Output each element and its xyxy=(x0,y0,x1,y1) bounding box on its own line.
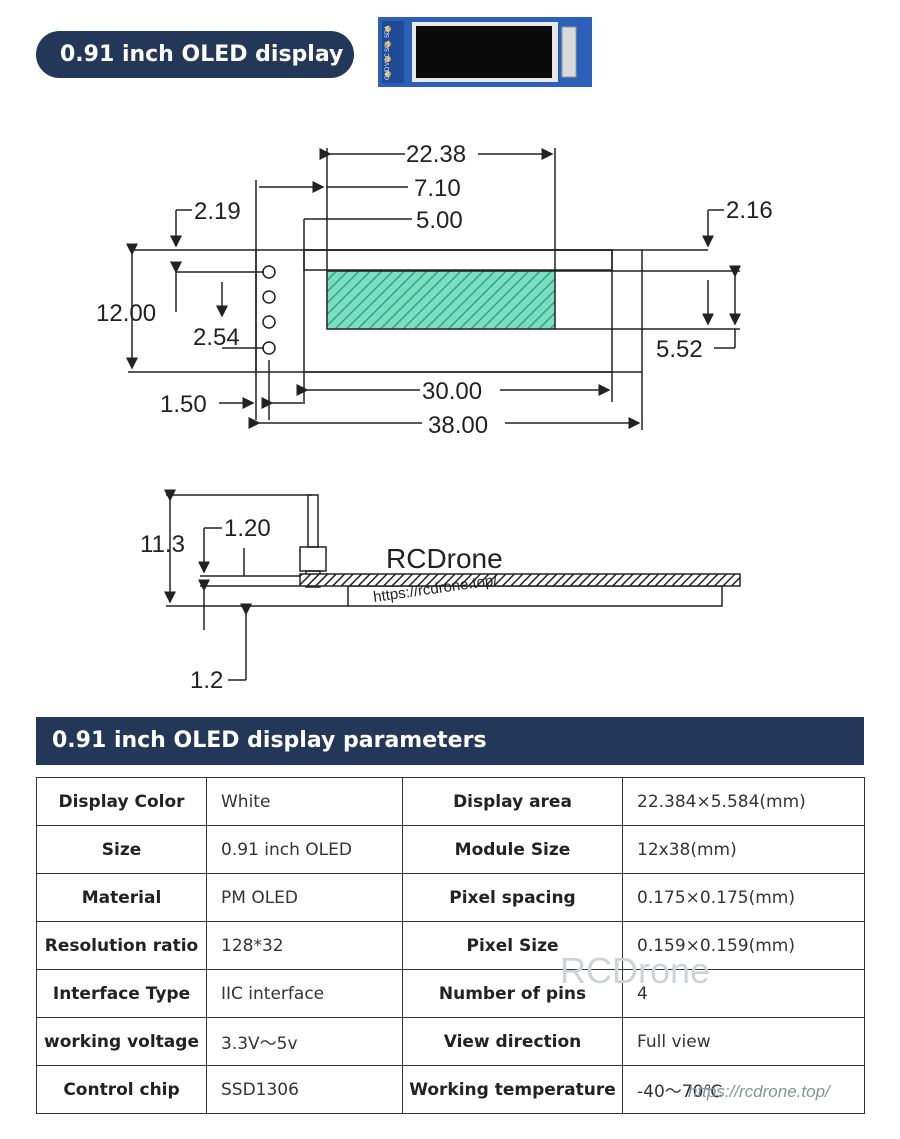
page-title: 0.91 inch OLED display xyxy=(36,31,354,78)
pin-hole xyxy=(262,341,276,355)
param-value: White xyxy=(206,777,403,826)
table-row: Display Color White Display area 22.384×… xyxy=(36,777,865,826)
pin-hole xyxy=(262,315,276,329)
dim-1-2: 1.2 xyxy=(190,667,223,694)
param-label: Display Color xyxy=(36,777,207,826)
param-value: 0.91 inch OLED xyxy=(206,825,403,874)
param-label: Control chip xyxy=(36,1065,207,1114)
pin-label-gnd: GND xyxy=(385,66,391,80)
pin-label-scl: SCL xyxy=(385,40,391,52)
pin-label-vcc: VCC xyxy=(385,53,391,66)
dim-2-19: 2.19 xyxy=(194,198,241,225)
param-label: Number of pins xyxy=(402,969,623,1018)
pin-hole xyxy=(385,41,391,47)
table-row: Control chip SSD1306 Working temperature… xyxy=(36,1065,865,1114)
dim-5-00: 5.00 xyxy=(416,207,463,234)
pin-label-sda: SDA xyxy=(385,26,391,38)
dim-38-00: 38.00 xyxy=(428,412,488,439)
param-value: 4 xyxy=(622,969,865,1018)
pin-hole xyxy=(385,71,391,77)
param-value: SSD1306 xyxy=(206,1065,403,1114)
table-row: Material PM OLED Pixel spacing 0.175×0.1… xyxy=(36,873,865,922)
table-row: Size 0.91 inch OLED Module Size 12x38(mm… xyxy=(36,825,865,874)
param-label: Pixel Size xyxy=(402,921,623,970)
side-pcb xyxy=(299,573,741,587)
param-value: PM OLED xyxy=(206,873,403,922)
side-pin xyxy=(307,494,319,548)
dim-22-38: 22.38 xyxy=(406,141,466,168)
active-area xyxy=(326,270,556,330)
pin-hole xyxy=(262,290,276,304)
table-row: Resolution ratio 128*32 Pixel Size 0.159… xyxy=(36,921,865,970)
dim-1-20: 1.20 xyxy=(224,515,271,542)
dim-5-52: 5.52 xyxy=(656,336,703,363)
param-value: Full view xyxy=(622,1017,865,1066)
param-label: Material xyxy=(36,873,207,922)
pin-hole xyxy=(385,26,391,32)
table-row: Interface Type IIC interface Number of p… xyxy=(36,969,865,1018)
dim-1-50: 1.50 xyxy=(160,391,207,418)
dim-7-10: 7.10 xyxy=(414,175,461,202)
pin-hole xyxy=(262,265,276,279)
param-value: 0.159×0.159(mm) xyxy=(622,921,865,970)
side-pin-header xyxy=(299,546,327,572)
param-value: 0.175×0.175(mm) xyxy=(622,873,865,922)
dim-12-00: 12.00 xyxy=(96,300,156,327)
param-value: 3.3V～5v xyxy=(206,1017,403,1066)
section-title: 0.91 inch OLED display parameters xyxy=(36,717,864,765)
dim-30-00: 30.00 xyxy=(422,378,482,405)
param-label: Interface Type xyxy=(36,969,207,1018)
pin-header xyxy=(382,21,404,83)
drawing-watermark: RCDrone xyxy=(386,543,503,574)
dim-2-16: 2.16 xyxy=(726,197,773,224)
parameters-table: Display Color White Display area 22.384×… xyxy=(36,777,865,1114)
param-label: Display area xyxy=(402,777,623,826)
dim-11-3: 11.3 xyxy=(140,531,185,558)
dim-2-54: 2.54 xyxy=(193,324,240,351)
param-value: -40～70℃ xyxy=(622,1065,865,1114)
oled-screen xyxy=(416,26,552,78)
param-label: Size xyxy=(36,825,207,874)
param-value: 12x38(mm) xyxy=(622,825,865,874)
fpc-connector xyxy=(561,26,577,78)
param-label: Resolution ratio xyxy=(36,921,207,970)
param-label: View direction xyxy=(402,1017,623,1066)
param-label: Module Size xyxy=(402,825,623,874)
param-value: IIC interface xyxy=(206,969,403,1018)
param-value: 22.384×5.584(mm) xyxy=(622,777,865,826)
glass-top-edge xyxy=(303,249,613,271)
param-label: Pixel spacing xyxy=(402,873,623,922)
param-label: working voltage xyxy=(36,1017,207,1066)
pin-hole xyxy=(385,56,391,62)
dimension-drawing: 22.38 7.10 5.00 2.19 2.16 12.00 2.54 5.5… xyxy=(96,141,773,694)
oled-module-photo: GND VCC SCL SDA xyxy=(378,17,592,87)
table-row: working voltage 3.3V～5v View direction F… xyxy=(36,1017,865,1066)
param-label: Working temperature xyxy=(402,1065,623,1114)
param-value: 128*32 xyxy=(206,921,403,970)
